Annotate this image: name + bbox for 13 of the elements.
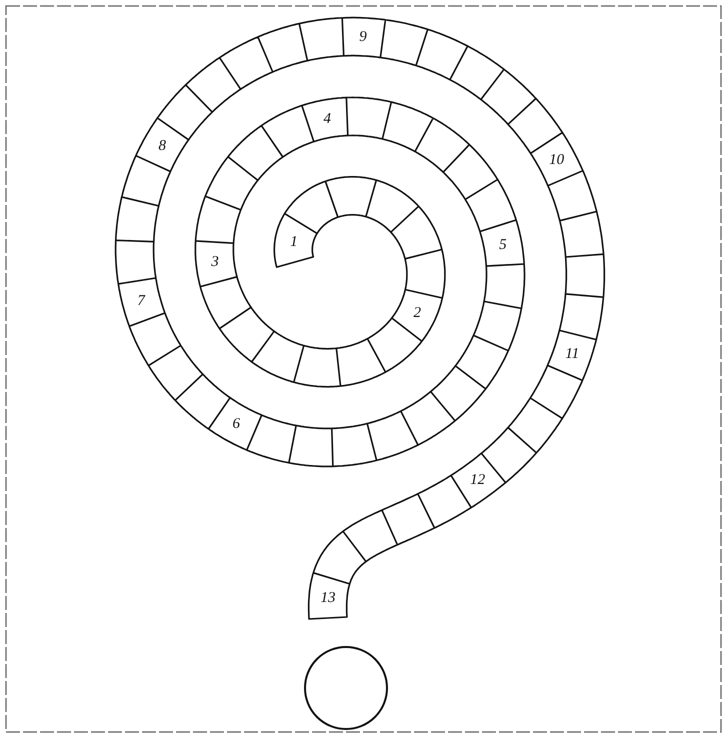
cell-number: 12 [470, 472, 486, 488]
cell-number: 11 [565, 346, 580, 362]
cell-number: 1 [290, 234, 298, 250]
cell-number: 8 [158, 138, 166, 154]
cell-number: 9 [359, 28, 367, 45]
cell-number: 10 [549, 152, 564, 168]
cell-number: 13 [320, 590, 336, 606]
cell-number: 4 [323, 110, 331, 127]
cell-number: 6 [232, 416, 240, 432]
cell-number: 5 [499, 237, 507, 254]
cell-number: 2 [414, 304, 421, 321]
cell-number: 3 [211, 254, 219, 270]
cell-number: 7 [137, 292, 145, 309]
